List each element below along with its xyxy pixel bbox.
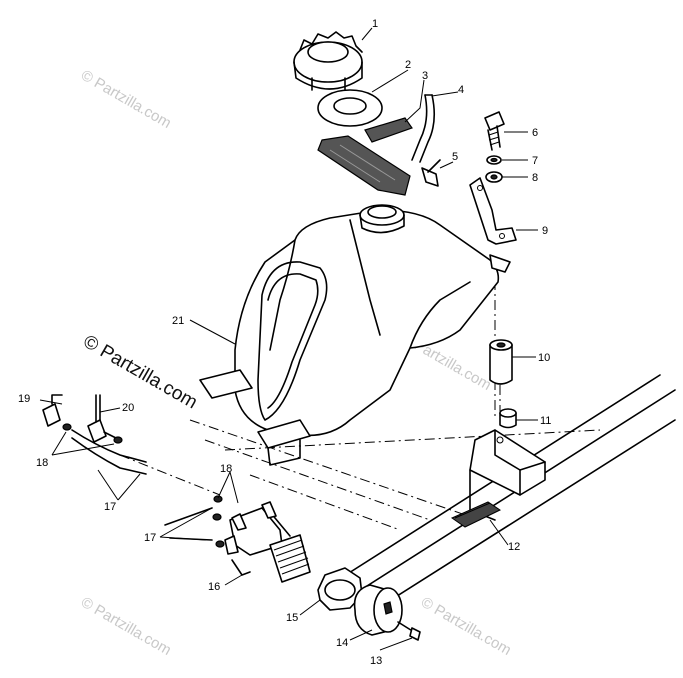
callout-12: 12 xyxy=(508,541,520,553)
part-20-tee-fitting xyxy=(87,394,117,443)
callout-3: 3 xyxy=(422,70,428,82)
part-5-vent-fitting xyxy=(421,159,441,187)
part-8-flat-washer xyxy=(485,171,503,183)
part-2-cap-gasket xyxy=(317,89,383,127)
part-18-clamps-right xyxy=(212,495,225,548)
callout-15: 15 xyxy=(286,612,298,624)
callout-21: 21 xyxy=(172,315,184,327)
part-10-spacer xyxy=(489,339,513,385)
watermark-1: © Partzilla.com xyxy=(78,67,174,132)
callout-10: 10 xyxy=(538,352,550,364)
part-19-fitting xyxy=(42,394,63,427)
callout-9: 9 xyxy=(542,225,548,237)
callout-16: 16 xyxy=(208,581,220,593)
part-12-pad xyxy=(450,501,502,528)
part-1-fuel-cap xyxy=(293,31,363,91)
callout-18-left: 18 xyxy=(36,457,48,469)
part-14-end-cap xyxy=(353,584,403,636)
watermark-3: © Partzilla.com xyxy=(418,594,514,659)
callout-17-left: 17 xyxy=(104,501,116,513)
part-16-fuel-valve xyxy=(224,501,311,583)
fuel-tank-body xyxy=(199,204,511,466)
part-6-bolt xyxy=(484,111,505,151)
part-3-foam-pads xyxy=(317,117,413,196)
callout-17-right: 17 xyxy=(144,532,156,544)
callout-1: 1 xyxy=(372,18,378,30)
callout-11: 11 xyxy=(540,415,551,427)
part-7-lock-washer xyxy=(486,155,502,165)
part-17-fuel-line-left xyxy=(71,429,147,475)
frame-mount-bracket xyxy=(469,429,546,521)
callout-18-right: 18 xyxy=(220,463,232,475)
part-17-fuel-line-right xyxy=(164,507,213,541)
part-18-clamps-left xyxy=(62,423,123,444)
callout-7: 7 xyxy=(532,155,538,167)
callout-20: 20 xyxy=(122,402,134,414)
part-13-screw xyxy=(397,621,421,641)
part-11-grommet xyxy=(499,408,517,429)
part-15-lock-ring xyxy=(317,567,363,611)
callout-4: 4 xyxy=(458,84,464,96)
part-9-bracket xyxy=(469,177,517,245)
callout-2: 2 xyxy=(405,59,411,71)
callout-19: 19 xyxy=(18,393,30,405)
callout-14: 14 xyxy=(336,637,348,649)
callout-6: 6 xyxy=(532,127,538,139)
watermark-main: © Partzilla.com xyxy=(80,331,201,413)
leader-lines xyxy=(39,27,538,651)
part-4-vent-hose xyxy=(411,94,436,163)
callout-8: 8 xyxy=(532,172,538,184)
callout-5: 5 xyxy=(452,151,458,163)
watermark-4: © Partzilla.com xyxy=(78,594,174,659)
callout-numbers: 1 2 3 4 5 6 7 8 9 10 11 12 13 14 15 16 1… xyxy=(18,18,551,667)
callout-13: 13 xyxy=(370,655,382,667)
